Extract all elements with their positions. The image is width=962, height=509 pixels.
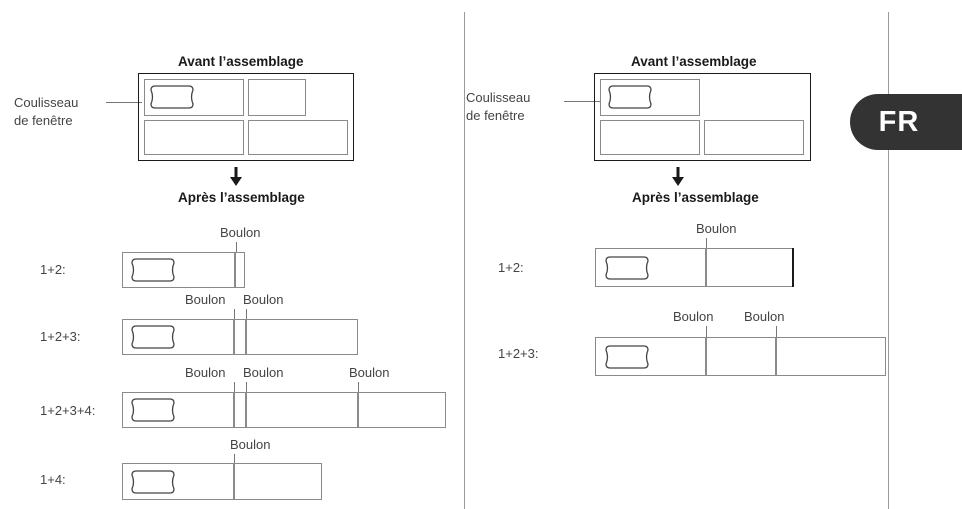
left-row-2-part-3 — [246, 319, 358, 355]
window-handle-icon — [131, 258, 175, 282]
left-row-2-bolt-1: Boulon — [185, 292, 226, 307]
left-row-2-part-1 — [122, 319, 234, 355]
window-handle-icon — [150, 85, 194, 109]
right-row-2-part-1 — [595, 337, 706, 376]
left-before-part-1 — [144, 79, 244, 116]
right-row-1-bolt-1-leader — [706, 238, 707, 248]
left-row-3-label: 1+2+3+4: — [40, 403, 96, 418]
left-row-1-bolt-1-leader — [236, 242, 237, 252]
left-before-part-4 — [248, 120, 348, 155]
left-row-4-label: 1+4: — [40, 472, 66, 487]
right-before-frame — [594, 73, 811, 161]
right-row-2-bolt-1: Boulon — [673, 309, 714, 324]
right-after-title: Après l’assemblage — [632, 190, 759, 205]
left-row-3-part-3 — [246, 392, 358, 428]
right-row-2-part-3 — [776, 337, 886, 376]
window-handle-icon — [131, 398, 175, 422]
left-row-2-bolt-2: Boulon — [243, 292, 284, 307]
right-row-2-bolt-2-leader — [776, 326, 777, 337]
right-row-2-bolt-2: Boulon — [744, 309, 785, 324]
left-row-2-part-2 — [234, 319, 246, 355]
left-row-4-part-1 — [122, 463, 234, 500]
right-window-slide-leader — [564, 101, 600, 102]
left-row-2-bolt-1-leader — [234, 309, 235, 319]
left-before-frame — [138, 73, 354, 161]
left-row-3-bolt-3: Boulon — [349, 365, 390, 380]
right-before-part-4 — [704, 120, 804, 155]
right-divider — [888, 12, 889, 509]
left-row-1-part-2 — [235, 252, 245, 288]
left-row-4-bolt-1: Boulon — [230, 437, 271, 452]
window-handle-icon — [608, 85, 652, 109]
left-row-2-bolt-2-leader — [246, 309, 247, 319]
right-before-part-3 — [600, 120, 700, 155]
left-window-slide-leader — [106, 102, 142, 103]
left-after-title: Après l’assemblage — [178, 190, 305, 205]
left-row-3-bolt-3-leader — [358, 382, 359, 392]
left-row-1-part-1 — [122, 252, 235, 288]
right-window-slide-label-1: Coulisseau — [466, 90, 531, 105]
left-row-3-bolt-2: Boulon — [243, 365, 284, 380]
window-handle-icon — [131, 325, 175, 349]
right-row-1-end-edge — [792, 248, 794, 287]
language-tab-label: FR — [878, 105, 920, 138]
right-window-slide-label-2: de fenêtre — [466, 108, 525, 123]
center-divider — [464, 12, 465, 509]
left-row-1-label: 1+2: — [40, 262, 66, 277]
right-before-title: Avant l’assemblage — [631, 54, 757, 69]
language-tab: FR — [850, 94, 962, 150]
right-row-1-bolt-1: Boulon — [696, 221, 737, 236]
left-before-part-3 — [144, 120, 244, 155]
arrow-down-icon — [672, 167, 684, 186]
left-before-part-2 — [248, 79, 306, 116]
left-before-title: Avant l’assemblage — [178, 54, 304, 69]
left-row-4-bolt-1-leader — [234, 454, 235, 463]
right-row-2-label: 1+2+3: — [498, 346, 539, 361]
right-row-1-part-2 — [706, 248, 793, 287]
left-row-3-part-2 — [234, 392, 246, 428]
left-row-3-bolt-2-leader — [246, 382, 247, 392]
left-row-3-part-1 — [122, 392, 234, 428]
left-row-3-part-4 — [358, 392, 446, 428]
right-row-2-bolt-1-leader — [706, 326, 707, 337]
left-row-2-label: 1+2+3: — [40, 329, 81, 344]
left-row-4-part-2 — [234, 463, 322, 500]
right-row-2-part-2 — [706, 337, 776, 376]
window-handle-icon — [605, 256, 649, 280]
left-row-1-bolt-1: Boulon — [220, 225, 261, 240]
arrow-down-icon — [230, 167, 242, 186]
right-row-1-part-1 — [595, 248, 706, 287]
left-row-3-bolt-1: Boulon — [185, 365, 226, 380]
left-row-3-bolt-1-leader — [234, 382, 235, 392]
left-window-slide-label-2: de fenêtre — [14, 113, 73, 128]
left-window-slide-label-1: Coulisseau — [14, 95, 79, 110]
window-handle-icon — [131, 470, 175, 494]
window-handle-icon — [605, 345, 649, 369]
right-row-1-label: 1+2: — [498, 260, 524, 275]
